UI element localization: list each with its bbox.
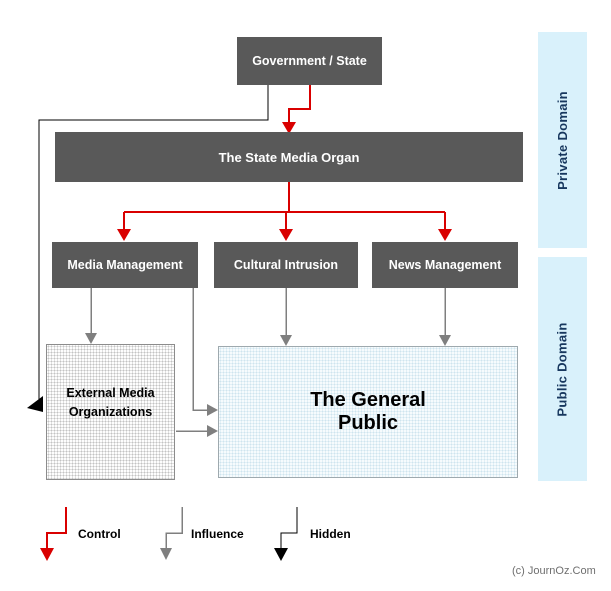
legend-influence-arrow xyxy=(165,507,183,549)
public-domain-label: Public Domain xyxy=(555,321,571,417)
node-government-state: Government / State xyxy=(237,37,382,85)
legend-influence-arrowhead xyxy=(160,548,172,560)
influence-arrowhead-gp-left-lower xyxy=(207,425,218,437)
hidden-edge-gov-to-emo xyxy=(38,85,269,400)
influence-edge-mm-to-gp xyxy=(192,288,208,411)
node-external-media-organizations: External Media Organizations xyxy=(46,344,175,480)
legend-hidden-arrow xyxy=(280,507,298,549)
node-media-management-label: Media Management xyxy=(67,258,183,272)
private-domain-label: Private Domain xyxy=(555,90,570,190)
control-arrowhead-nm xyxy=(438,229,452,241)
node-state-media-organ-label: The State Media Organ xyxy=(218,149,360,165)
private-domain-bar: Private Domain xyxy=(538,32,587,248)
influence-arrowhead-emo-top xyxy=(85,333,97,344)
influence-arrowhead-gp-top-right xyxy=(439,335,451,346)
node-general-public-label-line2: Public xyxy=(337,412,398,434)
node-state-media-organ: The State Media Organ xyxy=(55,132,523,182)
legend-control-label: Control xyxy=(78,527,121,541)
control-arrowhead-ci xyxy=(279,229,293,241)
node-external-media-label-line1: External Media xyxy=(66,386,155,401)
node-media-management: Media Management xyxy=(52,242,198,288)
node-general-public-label-line1: The General xyxy=(310,389,426,411)
node-government-state-label: Government / State xyxy=(252,54,367,68)
node-general-public: The General Public xyxy=(218,346,518,478)
control-arrowhead-mm xyxy=(117,229,131,241)
public-domain-bar: Public Domain xyxy=(538,257,587,481)
copyright-credit: (c) JournOz.Com xyxy=(512,565,596,577)
node-news-management-label: News Management xyxy=(388,258,502,272)
node-cultural-intrusion-label: Cultural Intrusion xyxy=(233,258,339,272)
node-external-media-label-line2: Organizations xyxy=(68,405,153,419)
legend-control-arrow xyxy=(46,507,67,549)
legend-control-arrowhead xyxy=(40,548,54,561)
node-cultural-intrusion: Cultural Intrusion xyxy=(214,242,358,288)
influence-arrowhead-gp-left-upper xyxy=(207,404,218,416)
control-edge-gov-to-smo xyxy=(288,85,311,123)
legend-influence-label: Influence xyxy=(191,527,244,541)
legend-hidden-label: Hidden xyxy=(310,527,351,541)
hidden-arrowhead-emo xyxy=(27,396,43,412)
influence-arrowhead-gp-top-left xyxy=(280,335,292,346)
node-news-management: News Management xyxy=(372,242,518,288)
control-arrowhead-smo xyxy=(282,122,296,134)
node-external-media-label: External Media Organizations xyxy=(66,384,154,422)
legend-hidden-arrowhead xyxy=(274,548,288,561)
